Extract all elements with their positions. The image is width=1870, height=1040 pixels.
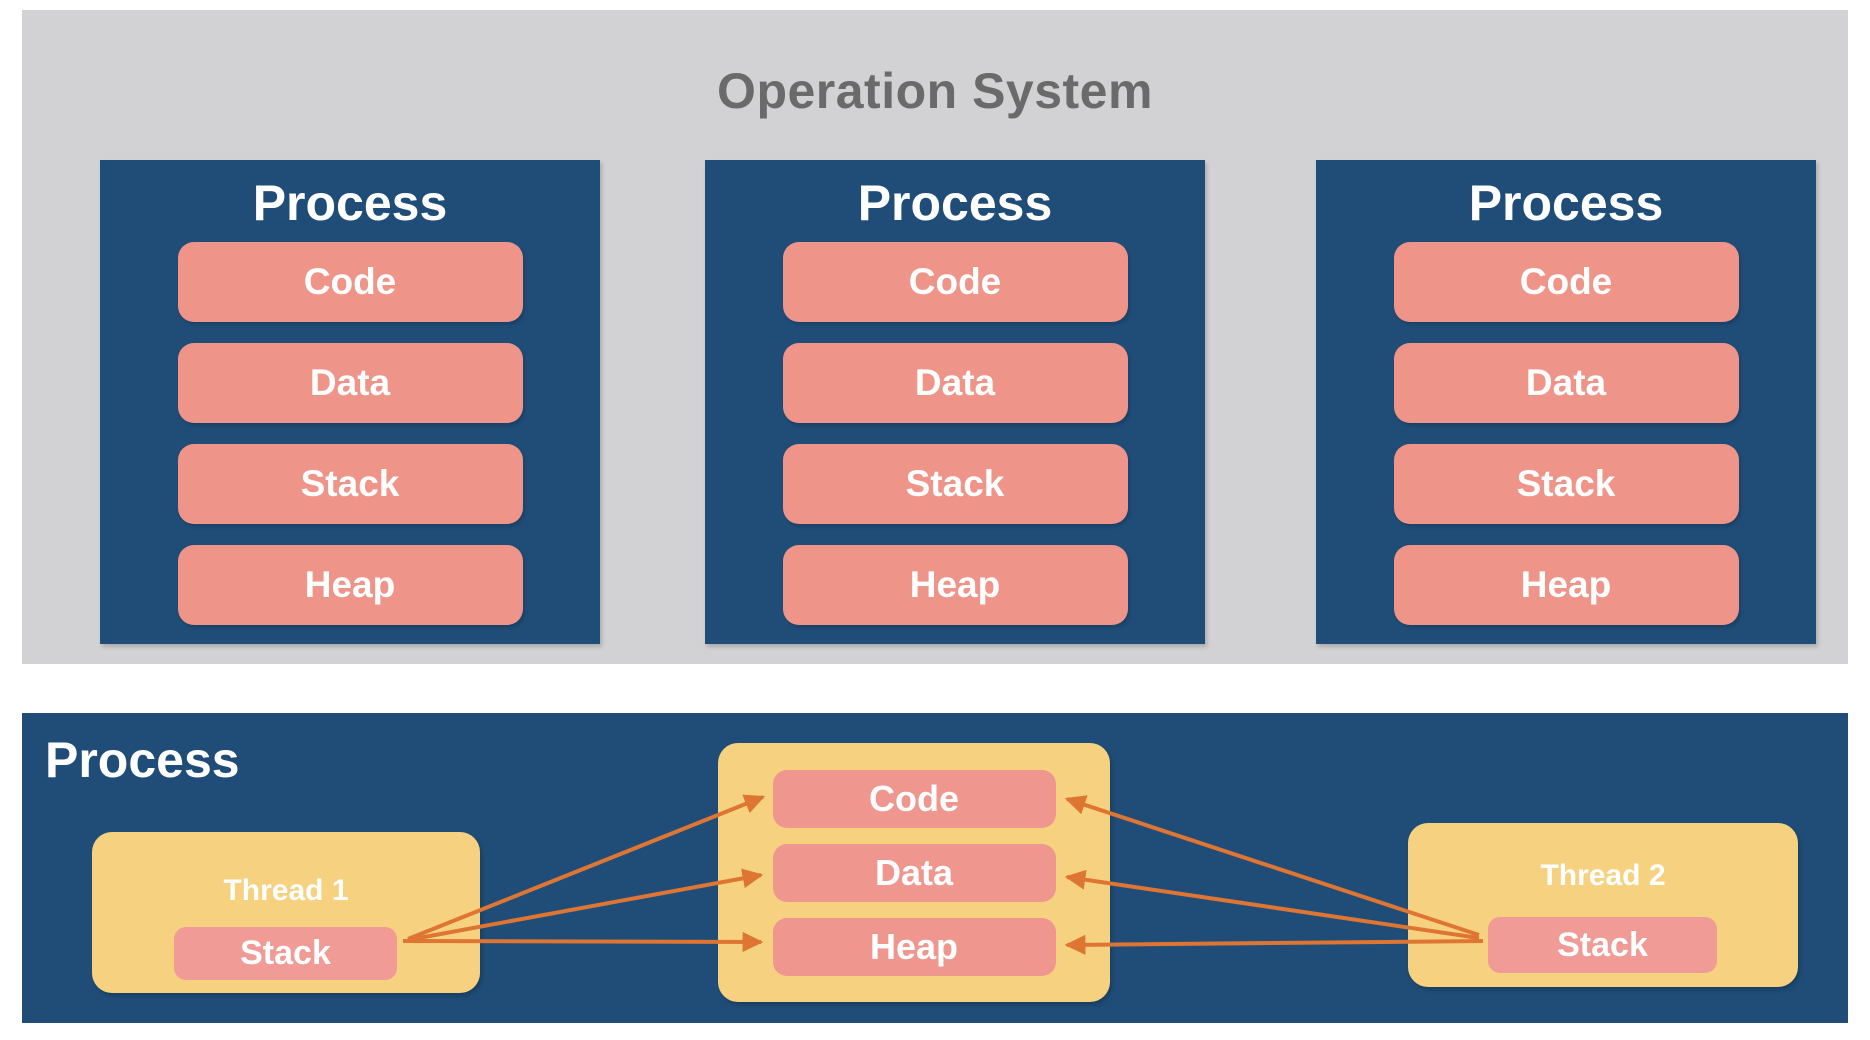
process-box-1: Process Code Data Stack Heap: [100, 160, 600, 644]
process-box-3: Process Code Data Stack Heap: [1316, 160, 1816, 644]
process-segments: Code Data Stack Heap: [177, 242, 523, 625]
segment-code: Code: [782, 242, 1128, 322]
segment-data: Data: [177, 343, 523, 423]
segment-heap: Heap: [177, 545, 523, 625]
segment-code: Code: [177, 242, 523, 322]
thread2-label: Thread 2: [1540, 859, 1666, 892]
process-title: Process: [857, 175, 1053, 231]
thread2-stack: Stack: [1488, 917, 1717, 973]
shared-segment-code: Code: [772, 770, 1056, 828]
operation-system-title: Operation System: [717, 63, 1153, 119]
process-box-2: Process Code Data Stack Heap: [705, 160, 1205, 644]
segment-stack: Stack: [782, 444, 1128, 524]
shared-segment-heap: Heap: [772, 918, 1056, 976]
process-title: Process: [252, 175, 448, 231]
thread1-label: Thread 1: [223, 874, 349, 907]
segment-heap: Heap: [1393, 545, 1739, 625]
segment-code: Code: [1393, 242, 1739, 322]
process-title: Process: [1468, 175, 1664, 231]
process-title: Process: [45, 732, 240, 788]
segment-data: Data: [782, 343, 1128, 423]
multithread-process-panel: Process Thread 1 Stack Code Data Heap Th…: [22, 713, 1848, 1023]
shared-memory-box: Code Data Heap: [718, 743, 1110, 1002]
segment-stack: Stack: [177, 444, 523, 524]
process-segments: Code Data Stack Heap: [1393, 242, 1739, 625]
thread1-box: Thread 1 Stack: [92, 832, 480, 993]
shared-segment-data: Data: [772, 844, 1056, 902]
process-segments: Code Data Stack Heap: [782, 242, 1128, 625]
segment-stack: Stack: [1393, 444, 1739, 524]
operation-system-panel: Operation System Process Code Data Stack…: [22, 10, 1848, 664]
thread2-box: Thread 2 Stack: [1408, 823, 1798, 987]
segment-data: Data: [1393, 343, 1739, 423]
segment-heap: Heap: [782, 545, 1128, 625]
thread1-stack: Stack: [174, 927, 397, 980]
